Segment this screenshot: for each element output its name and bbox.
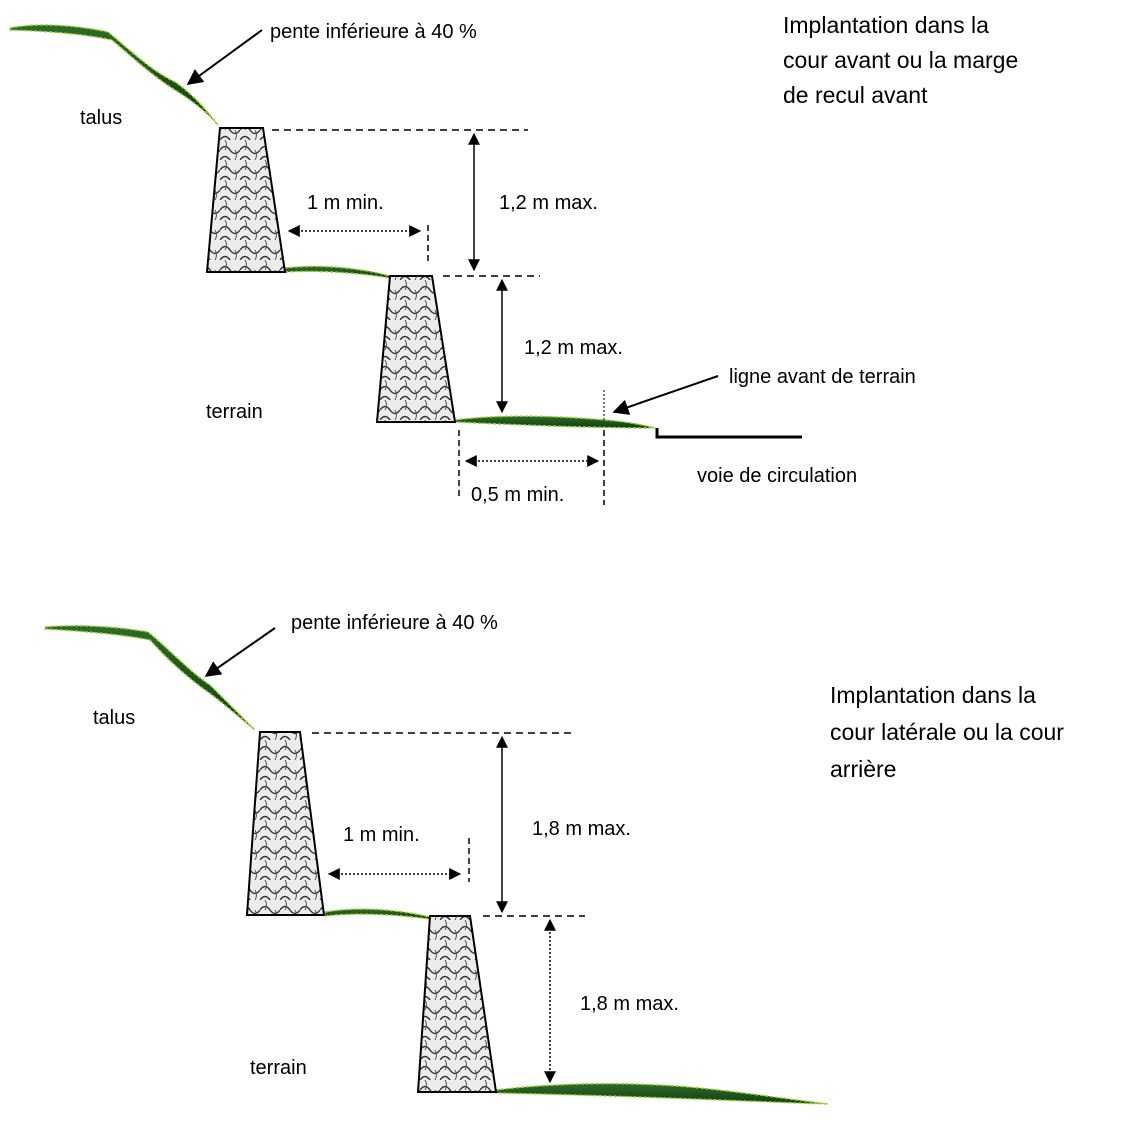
top-road-label: voie de circulation	[697, 465, 857, 487]
top-title-line-1: Implantation dans la	[783, 12, 989, 38]
top-height-lower-label: 1,2 m max.	[524, 337, 623, 359]
top-mid-ground	[284, 265, 391, 279]
top-talus-label: talus	[80, 107, 122, 129]
bottom-terrain-label: terrain	[250, 1057, 307, 1079]
top-upper-wall	[205, 127, 287, 273]
bottom-title-line-1: Implantation dans la	[830, 682, 1036, 708]
top-height-upper-label: 1,2 m max.	[499, 192, 598, 214]
top-spacing-label: 1 m min.	[307, 192, 384, 214]
bottom-lower-wall	[416, 915, 498, 1093]
bottom-title-line-3: arrière	[830, 756, 896, 782]
bottom-height-lower-label: 1,8 m max.	[580, 993, 679, 1015]
bottom-slope-label: pente inférieure à 40 %	[291, 612, 498, 634]
top-terrain-label: terrain	[206, 401, 263, 423]
bottom-diagram: pente inférieure à 40 % talus 1 m min. 1…	[44, 612, 1064, 1105]
bottom-title-line-2: cour latérale ou la cour	[830, 719, 1064, 745]
top-slope-leader-arrow	[186, 29, 263, 85]
top-front-line-leader-arrow	[612, 375, 719, 415]
bottom-spacing-label: 1 m min.	[343, 824, 420, 846]
top-setback-label: 0,5 m min.	[471, 484, 564, 506]
top-diagram: pente inférieure à 40 % talus 1 m min. 1…	[9, 12, 1018, 506]
top-low-ground	[454, 415, 656, 429]
bottom-talus-ground	[44, 625, 256, 731]
top-slope-label: pente inférieure à 40 %	[270, 21, 477, 43]
top-title-line-3: de recul avant	[783, 82, 928, 108]
top-road-line	[655, 428, 802, 439]
bottom-height-upper-label: 1,8 m max.	[532, 818, 631, 840]
top-front-line-label: ligne avant de terrain	[729, 366, 916, 388]
bottom-mid-ground	[324, 908, 431, 920]
top-title-line-2: cour avant ou la marge	[783, 47, 1018, 73]
top-lower-wall	[375, 275, 457, 423]
bottom-talus-label: talus	[93, 707, 135, 729]
bottom-slope-leader-arrow	[204, 627, 276, 677]
bottom-low-ground	[495, 1082, 829, 1105]
bottom-upper-wall	[245, 731, 326, 916]
